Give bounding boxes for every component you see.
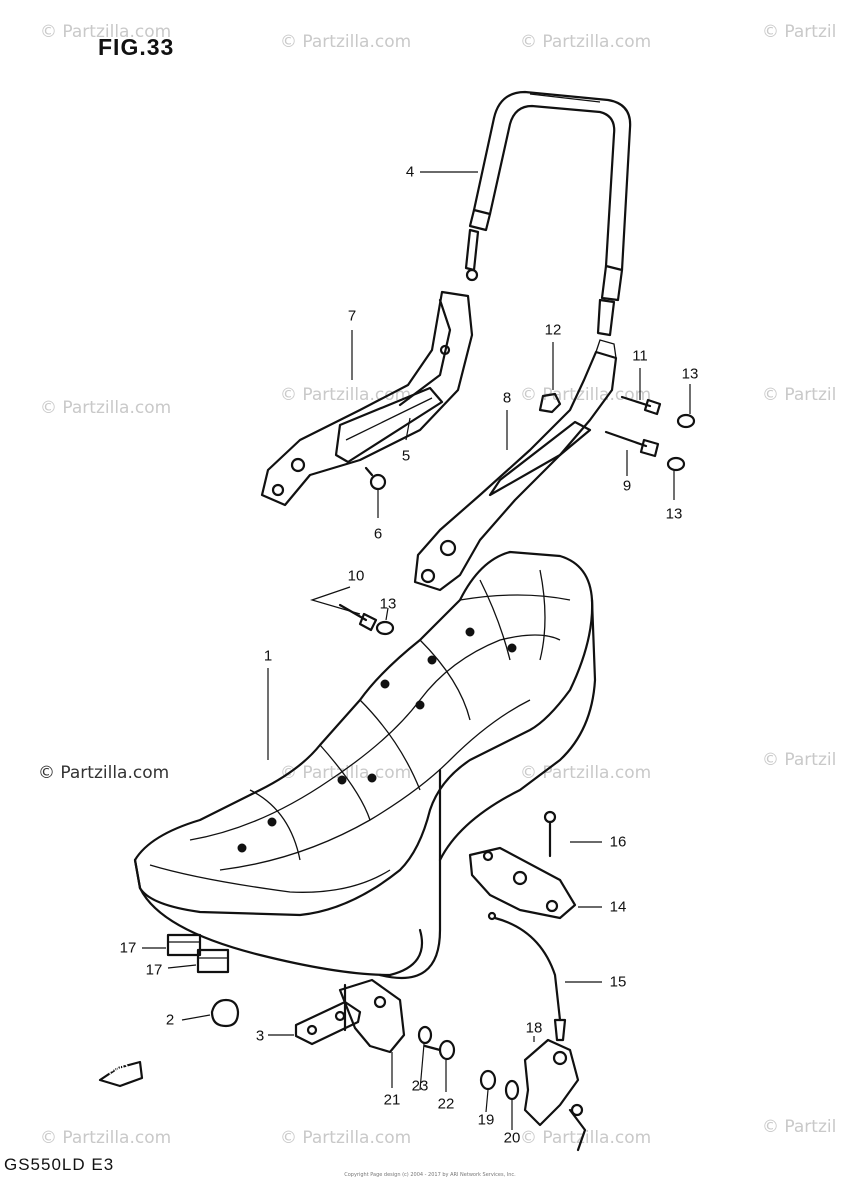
watermark: © Partzil bbox=[762, 750, 837, 770]
part-2-rubber[interactable] bbox=[210, 998, 240, 1028]
callout-11: 11 bbox=[632, 347, 648, 365]
watermark: © Partzilla.com bbox=[280, 32, 412, 52]
callout-9: 9 bbox=[622, 477, 632, 495]
part-21-hinge[interactable] bbox=[338, 978, 406, 1054]
callout-13: 13 bbox=[681, 365, 699, 383]
figure-title: FIG.33 bbox=[98, 34, 175, 60]
part-18-lock[interactable] bbox=[523, 1038, 587, 1152]
callout-21: 21 bbox=[383, 1091, 401, 1109]
watermark: © Partzilla.com bbox=[520, 32, 652, 52]
callout-15: 15 bbox=[609, 973, 627, 991]
part-12-nut[interactable] bbox=[538, 392, 562, 414]
callout-10: 10 bbox=[347, 567, 365, 585]
watermark: © Partzilla.com bbox=[40, 1128, 172, 1148]
callout-16: 16 bbox=[609, 833, 627, 851]
part-7-left-bracket[interactable] bbox=[260, 290, 474, 507]
part-1-seat[interactable] bbox=[133, 550, 597, 980]
part-23-washer[interactable] bbox=[417, 1025, 433, 1045]
callout-12: 12 bbox=[544, 321, 562, 339]
watermark: © Partzilla.com bbox=[280, 763, 412, 783]
callout-17: 17 bbox=[145, 961, 163, 979]
watermark: © Partzil bbox=[762, 22, 837, 42]
model-label: GS550LD E3 bbox=[4, 1155, 115, 1174]
fwd-arrow-icon bbox=[98, 1060, 144, 1088]
watermark: © Partzilla.com bbox=[520, 1128, 652, 1148]
part-8-right-bracket[interactable] bbox=[413, 339, 618, 592]
watermark: © Partzilla.com bbox=[520, 763, 652, 783]
callout-7: 7 bbox=[347, 307, 357, 325]
part-5-pad[interactable] bbox=[334, 386, 444, 464]
part-3-plate[interactable] bbox=[294, 1000, 362, 1046]
leader-lines bbox=[142, 171, 691, 1130]
callout-1: 1 bbox=[263, 647, 273, 665]
part-13-cap[interactable] bbox=[666, 456, 686, 472]
callout-23: 23 bbox=[411, 1077, 429, 1095]
callout-4: 4 bbox=[405, 163, 415, 181]
callout-20: 20 bbox=[503, 1129, 521, 1147]
watermark: © Partzilla.com bbox=[280, 1128, 412, 1148]
callout-5: 5 bbox=[401, 447, 411, 465]
callout-8: 8 bbox=[502, 389, 512, 407]
callout-3: 3 bbox=[255, 1027, 265, 1045]
watermark: © Partzilla.com bbox=[40, 398, 172, 418]
watermark-copyright: © Partzilla.com bbox=[38, 763, 170, 783]
part-4-backrest-bar[interactable] bbox=[464, 90, 632, 337]
callout-13: 13 bbox=[379, 595, 397, 613]
part-17-clip[interactable] bbox=[196, 948, 230, 974]
part-10-bolt[interactable] bbox=[338, 603, 378, 632]
part-16-screw[interactable] bbox=[543, 810, 557, 858]
part-22-bolt[interactable] bbox=[423, 1039, 456, 1061]
callout-6: 6 bbox=[373, 525, 383, 543]
part-15-cable[interactable] bbox=[487, 911, 567, 1042]
part-19-bolt[interactable] bbox=[479, 1069, 497, 1091]
callout-22: 22 bbox=[437, 1095, 455, 1113]
callout-13: 13 bbox=[665, 505, 683, 523]
part-6-screw[interactable] bbox=[364, 466, 387, 491]
part-13-cap[interactable] bbox=[676, 413, 696, 429]
part-20-washer[interactable] bbox=[504, 1079, 520, 1101]
callout-18: 18 bbox=[525, 1019, 543, 1037]
part-14-latch[interactable] bbox=[468, 846, 577, 920]
watermark: © Partzil bbox=[762, 1117, 837, 1137]
watermark: © Partzil bbox=[762, 385, 837, 405]
callout-17: 17 bbox=[119, 939, 137, 957]
part-13-cap[interactable] bbox=[375, 620, 395, 636]
part-17-clip[interactable] bbox=[166, 933, 202, 957]
callout-19: 19 bbox=[477, 1111, 495, 1129]
part-11-bolt[interactable] bbox=[620, 395, 662, 416]
watermark: © Partzilla.com bbox=[40, 22, 172, 42]
callout-2: 2 bbox=[165, 1011, 175, 1029]
copyright-text: Copyright Page design (c) 2004 - 2017 by… bbox=[344, 1172, 516, 1178]
callout-14: 14 bbox=[609, 898, 627, 916]
part-9-bolt[interactable] bbox=[604, 430, 660, 458]
